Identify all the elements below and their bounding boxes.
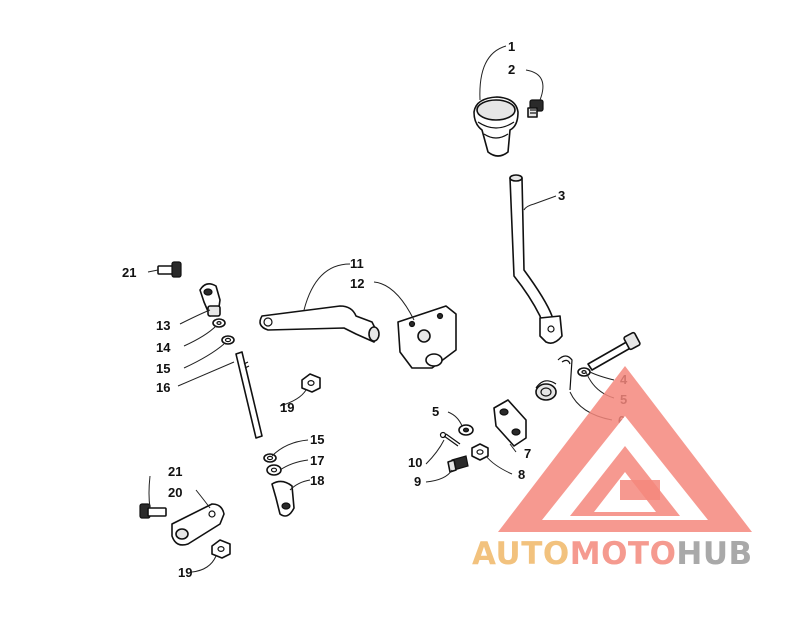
callout-15-upper: 15 [156, 361, 170, 376]
callout-8: 8 [518, 467, 525, 482]
nut-lower [211, 539, 231, 559]
callout-16: 16 [156, 380, 170, 395]
shift-knob [473, 96, 519, 157]
callout-21-upper: 21 [122, 265, 136, 280]
callout-9: 9 [414, 474, 421, 489]
jam-nut-lower [266, 464, 282, 476]
bolt-upper [157, 261, 182, 278]
callout-11: 11 [350, 256, 364, 271]
washer-lower [458, 424, 474, 436]
callout-10: 10 [408, 455, 422, 470]
leader-lines [147, 45, 615, 573]
callout-21-lower: 21 [168, 464, 182, 479]
callout-labels: 1 2 3 11 12 21 13 14 15 16 19 15 17 18 2… [122, 39, 628, 580]
pivot-bolt [587, 331, 641, 371]
callout-2: 2 [508, 62, 515, 77]
washer-rod-upper [221, 335, 235, 345]
watermark-hub: HUB [676, 536, 753, 572]
callout-7: 7 [524, 446, 531, 461]
callout-5-left: 5 [432, 404, 439, 419]
watermark-text: AUTOMOTOHUB [472, 536, 753, 572]
callout-3: 3 [558, 188, 565, 203]
jam-nut-upper [212, 318, 226, 328]
callout-17: 17 [310, 453, 324, 468]
bolt-lower [139, 503, 167, 519]
rod-end-lower [271, 480, 295, 517]
callout-14: 14 [156, 340, 171, 355]
washer-rod-lower [263, 453, 277, 463]
callout-20: 20 [168, 485, 182, 500]
lock-nut [471, 443, 489, 461]
callout-13: 13 [156, 318, 170, 333]
callout-18: 18 [310, 473, 324, 488]
callout-12: 12 [350, 276, 364, 291]
pivot-block [493, 399, 527, 447]
mounting-bolt [447, 455, 469, 473]
callout-19-lower: 19 [178, 565, 192, 580]
return-spring [535, 355, 573, 401]
shift-rod [235, 351, 263, 439]
watermark-logo-icon [498, 366, 752, 532]
knob-screw [527, 99, 544, 118]
shift-bracket [397, 305, 457, 369]
nut-upper [301, 373, 321, 393]
watermark-moto: MOTO [569, 536, 677, 572]
shift-lever [509, 174, 563, 344]
shift-arm [259, 305, 380, 343]
cotter-pin [439, 431, 461, 447]
lever-plate [171, 503, 225, 546]
callout-1: 1 [508, 39, 515, 54]
callout-15-lower: 15 [310, 432, 324, 447]
watermark-auto: AUTO [472, 536, 570, 572]
rod-end-upper [199, 282, 221, 317]
callout-19-upper: 19 [280, 400, 294, 415]
